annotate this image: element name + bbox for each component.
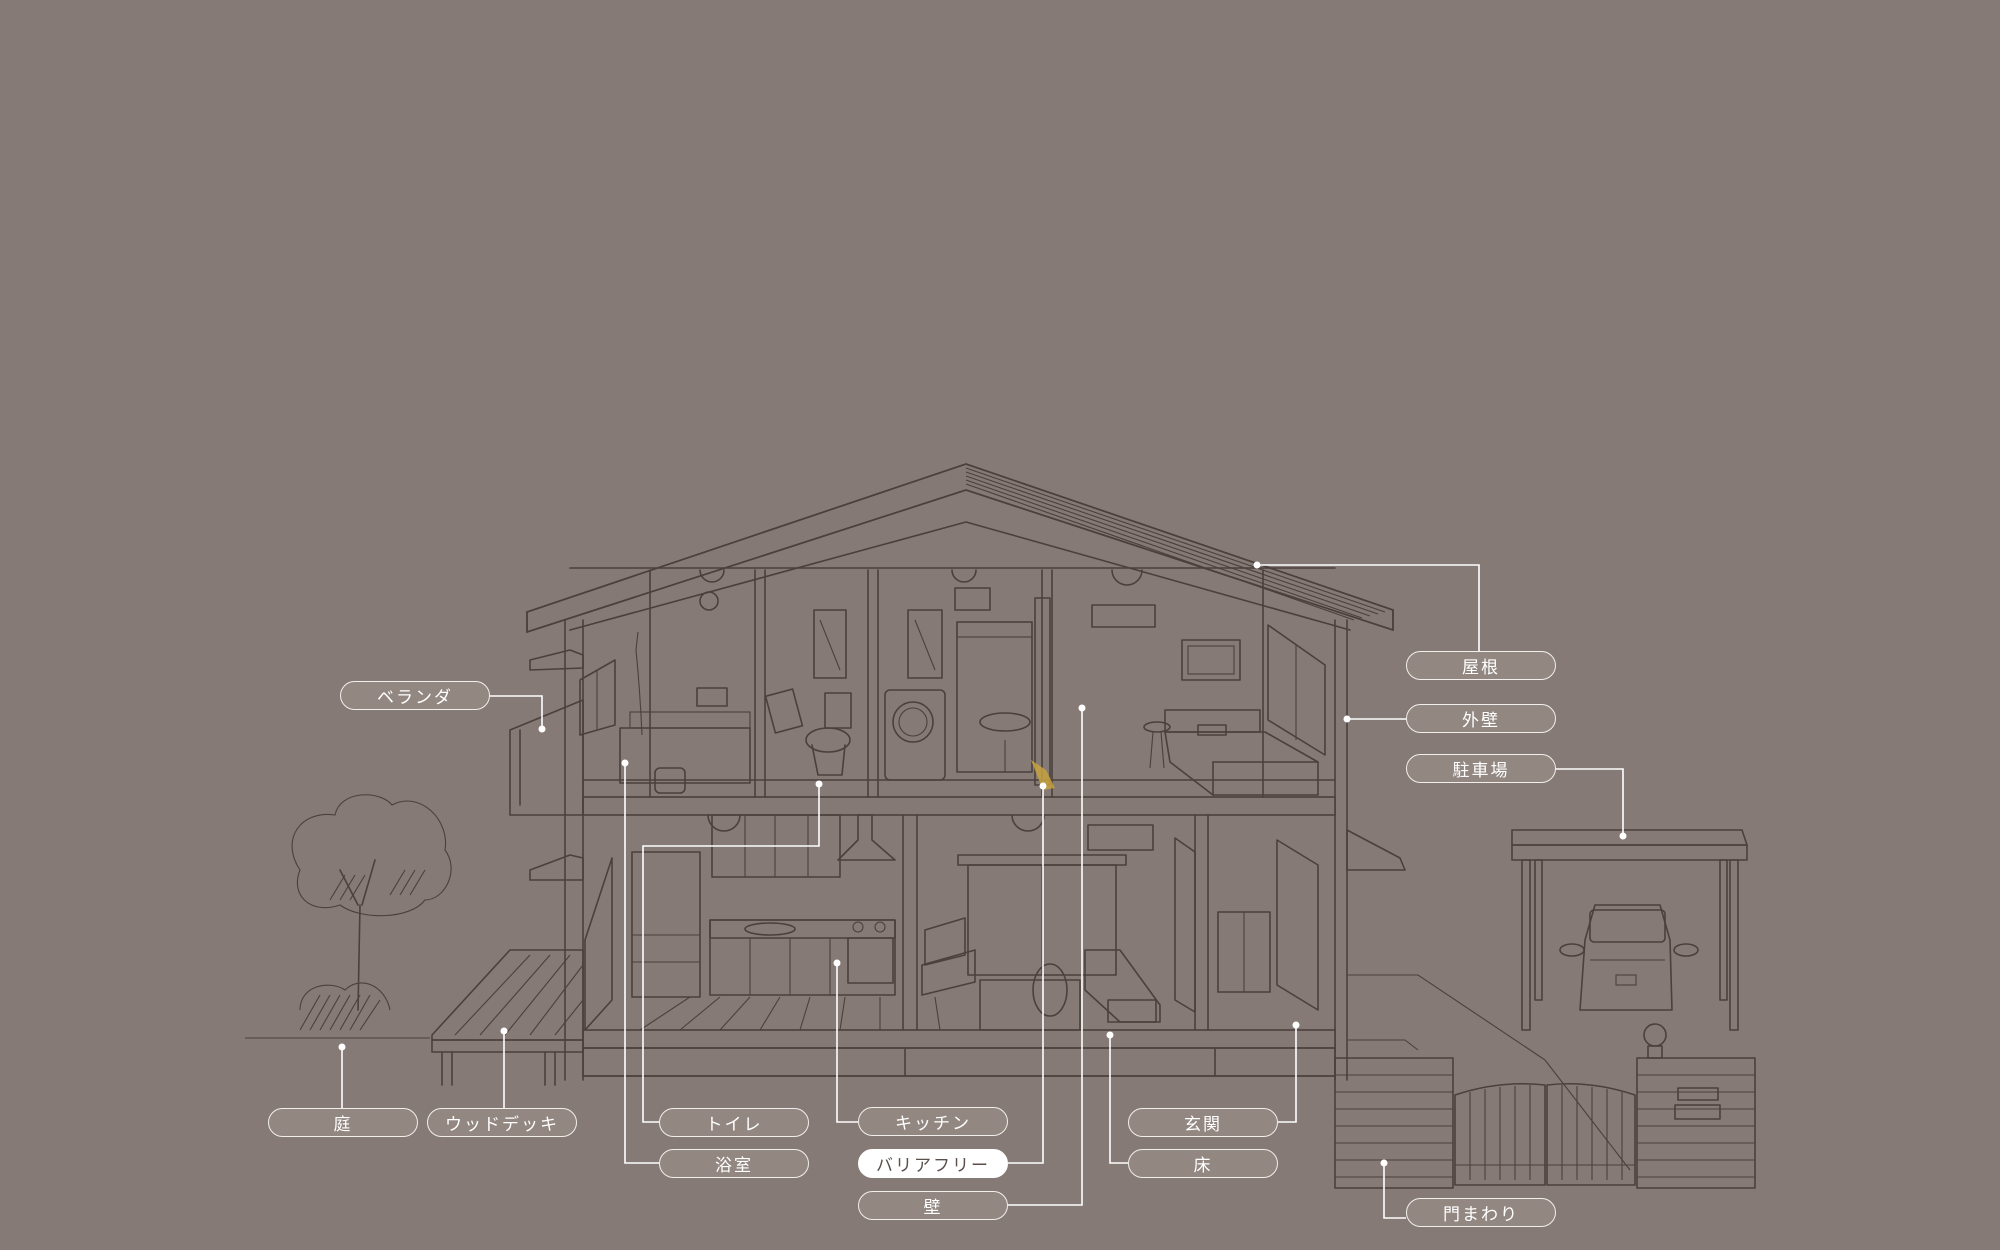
label-wall[interactable]: 壁	[858, 1191, 1008, 1220]
label-parking[interactable]: 駐車場	[1406, 754, 1556, 783]
label-bathroom[interactable]: 浴室	[659, 1149, 809, 1178]
label-gate-area[interactable]: 門まわり	[1406, 1198, 1556, 1227]
gate-drawing	[1334, 1023, 1756, 1189]
first-floor-fixtures	[529, 814, 1406, 1031]
wood-deck-drawing	[431, 949, 584, 1086]
roof-drawing	[526, 463, 1394, 634]
label-veranda[interactable]: ベランダ	[340, 681, 490, 710]
second-floor-fixtures	[509, 569, 1326, 816]
label-exterior-wall[interactable]: 外壁	[1406, 704, 1556, 733]
label-kitchen[interactable]: キッチン	[858, 1107, 1008, 1136]
label-garden[interactable]: 庭	[268, 1108, 418, 1137]
leader-lines	[338, 561, 1627, 1219]
label-wood-deck[interactable]: ウッドデッキ	[427, 1108, 577, 1137]
label-floor[interactable]: 床	[1128, 1149, 1278, 1178]
tree-drawing	[245, 794, 452, 1039]
label-entrance[interactable]: 玄関	[1128, 1108, 1278, 1137]
label-roof[interactable]: 屋根	[1406, 651, 1556, 680]
label-barrier-free[interactable]: バリアフリー	[858, 1149, 1008, 1178]
carport-drawing	[1347, 829, 1748, 1061]
label-toilet[interactable]: トイレ	[659, 1108, 809, 1137]
